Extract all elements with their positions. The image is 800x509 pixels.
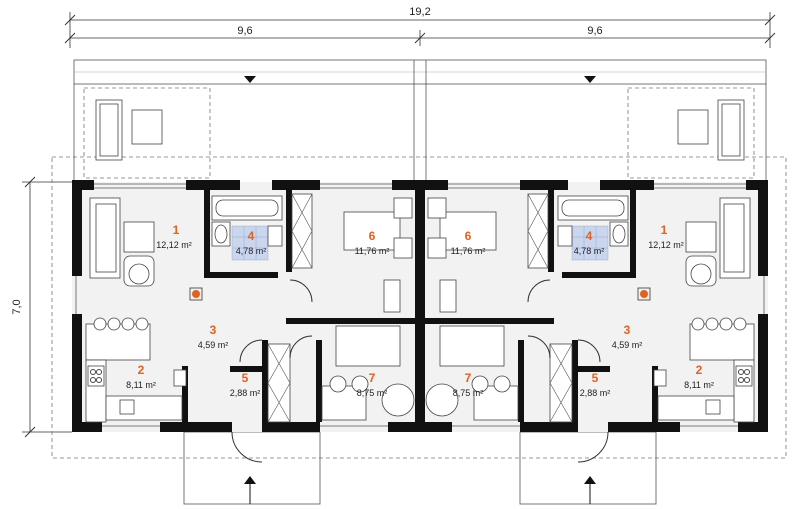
room-number: 5 [242, 371, 249, 385]
room-number: 4 [586, 229, 593, 243]
room-number: 4 [248, 229, 255, 243]
room-area: 4,78 m² [236, 246, 267, 256]
bathroom-tiles [231, 225, 609, 261]
room-area: 4,59 m² [612, 340, 643, 350]
room-area: 8,75 m² [453, 388, 484, 398]
room-number: 5 [592, 371, 599, 385]
furniture-left [85, 193, 415, 423]
dim-left-width: 9,6 [237, 25, 252, 37]
room-number: 3 [624, 323, 631, 337]
room-number: 7 [465, 371, 472, 385]
terrace-top [73, 59, 767, 182]
dim-right-width: 9,6 [587, 25, 602, 37]
room-area: 11,76 m² [355, 246, 390, 256]
room-area: 11,76 m² [451, 246, 486, 256]
dim-depth: 7,0 [11, 299, 23, 314]
room-area: 8,11 m² [126, 380, 156, 390]
room-area: 12,12 m² [156, 240, 192, 250]
room-labels-right: 1 12,12 m² 2 8,11 m² 3 4,59 m² 4 4,78 m² 5 2,88 m… [451, 223, 714, 398]
room-number: 1 [661, 223, 668, 237]
room-area: 2,88 m² [580, 388, 611, 398]
dim-total-width: 19,2 [409, 6, 430, 18]
room-area: 4,78 m² [574, 246, 605, 256]
interior-walls-right [424, 188, 658, 422]
room-number: 2 [696, 363, 703, 377]
terrace-furniture [95, 99, 745, 161]
room-number: 2 [138, 363, 145, 377]
room-number: 6 [465, 229, 472, 243]
room-labels-left: 1 12,12 m² 2 8,11 m² 3 4,59 m² 4 4,78 m² 5 2,88 m… [126, 223, 389, 398]
room-area: 12,12 m² [648, 240, 684, 250]
room-area: 2,88 m² [230, 388, 261, 398]
room-area: 8,11 m² [684, 380, 714, 390]
outer-walls [72, 180, 768, 432]
interior-walls-left [182, 188, 416, 422]
furniture-right [425, 193, 755, 423]
dimension-lines [22, 12, 776, 438]
room-number: 6 [369, 229, 376, 243]
room-area: 8,75 m² [357, 388, 388, 398]
entrance-platforms [183, 431, 657, 505]
door-swings [231, 279, 609, 463]
room-area: 4,59 m² [198, 340, 229, 350]
roof-outline [51, 156, 787, 459]
room-number: 1 [173, 223, 180, 237]
room-number: 3 [210, 323, 217, 337]
room-number: 7 [369, 371, 376, 385]
